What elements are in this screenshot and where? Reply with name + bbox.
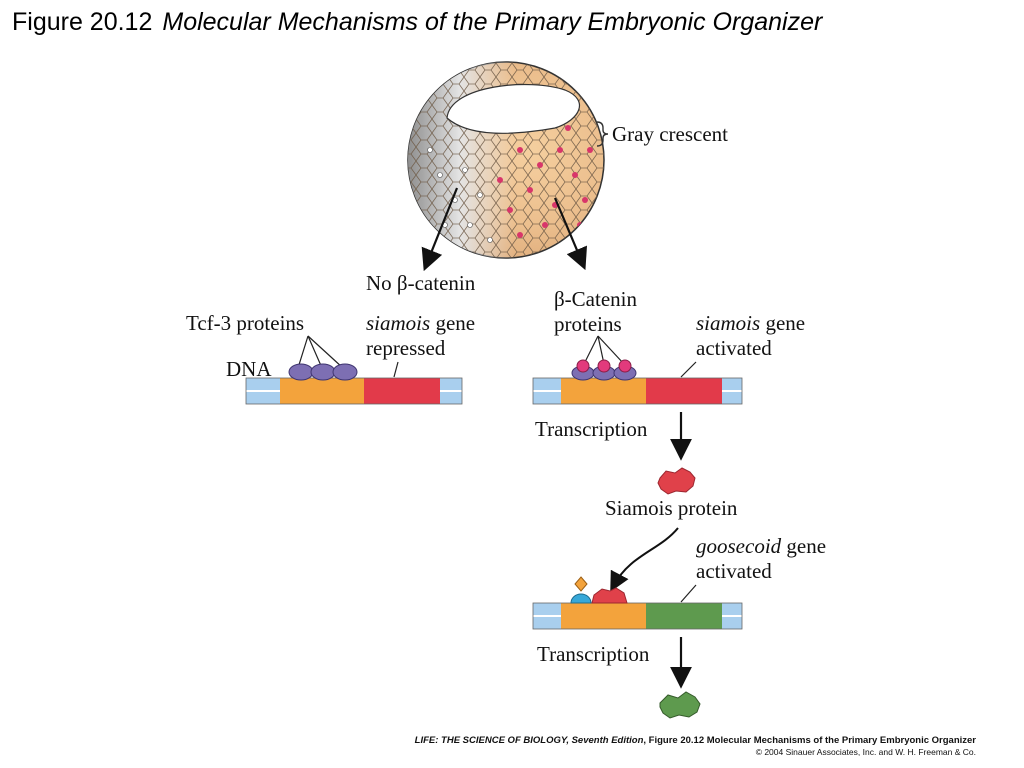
no-beta-catenin-label: No β-catenin (366, 271, 476, 295)
siamois-binding-arrow-icon (610, 527, 679, 593)
tcf3-proteins-icon (288, 363, 358, 381)
embryo-icon (407, 61, 605, 259)
figure-title: Figure 20.12 Molecular Mechanisms of the … (12, 8, 822, 37)
credit-book: LIFE: THE SCIENCE OF BIOLOGY, Seventh Ed… (414, 735, 644, 746)
tcf3-catenin-complex-icon (571, 359, 637, 381)
goosecoid-protein-icon (659, 691, 701, 719)
goosecoid-gene-label: goosecoid gene (696, 534, 826, 558)
activated-label-2: activated (696, 559, 772, 583)
credit-figure-ref: , Figure 20.12 Molecular Mechanisms of t… (643, 735, 976, 746)
arrow-left-down-icon (421, 187, 459, 272)
siamois-protein-label: Siamois protein (605, 496, 738, 520)
siamois-gene-repressed-label: siamois gene (366, 311, 475, 335)
gray-crescent-brace (596, 121, 609, 147)
repressed-label: repressed (366, 336, 446, 360)
dna-strand-right (532, 377, 743, 405)
figure-name: Molecular Mechanisms of the Primary Embr… (162, 8, 823, 36)
siamois-protein-icon (657, 467, 696, 495)
arrow-right-down-icon (553, 197, 588, 271)
proteins-label: proteins (554, 312, 622, 336)
transcription-label-2: Transcription (537, 642, 650, 666)
cofactor-complex-icon (570, 576, 628, 604)
dna-label: DNA (226, 357, 272, 381)
tcf3-proteins-label: Tcf-3 proteins (186, 311, 304, 335)
credit-copyright: © 2004 Sinauer Associates, Inc. and W. H… (755, 747, 976, 757)
gray-crescent-label: Gray crescent (612, 122, 728, 146)
figure-number: Figure 20.12 (12, 8, 153, 36)
dna-strand-left (245, 377, 463, 405)
credit-line-1: LIFE: THE SCIENCE OF BIOLOGY, Seventh Ed… (415, 735, 976, 746)
credit-block: LIFE: THE SCIENCE OF BIOLOGY, Seventh Ed… (415, 735, 976, 757)
beta-catenin-label: β-Catenin (554, 287, 637, 311)
transcription-label-1: Transcription (535, 417, 648, 441)
siamois-gene-activated-label: siamois gene (696, 311, 805, 335)
dna-strand-goosecoid (532, 602, 743, 630)
activated-label-1: activated (696, 336, 772, 360)
